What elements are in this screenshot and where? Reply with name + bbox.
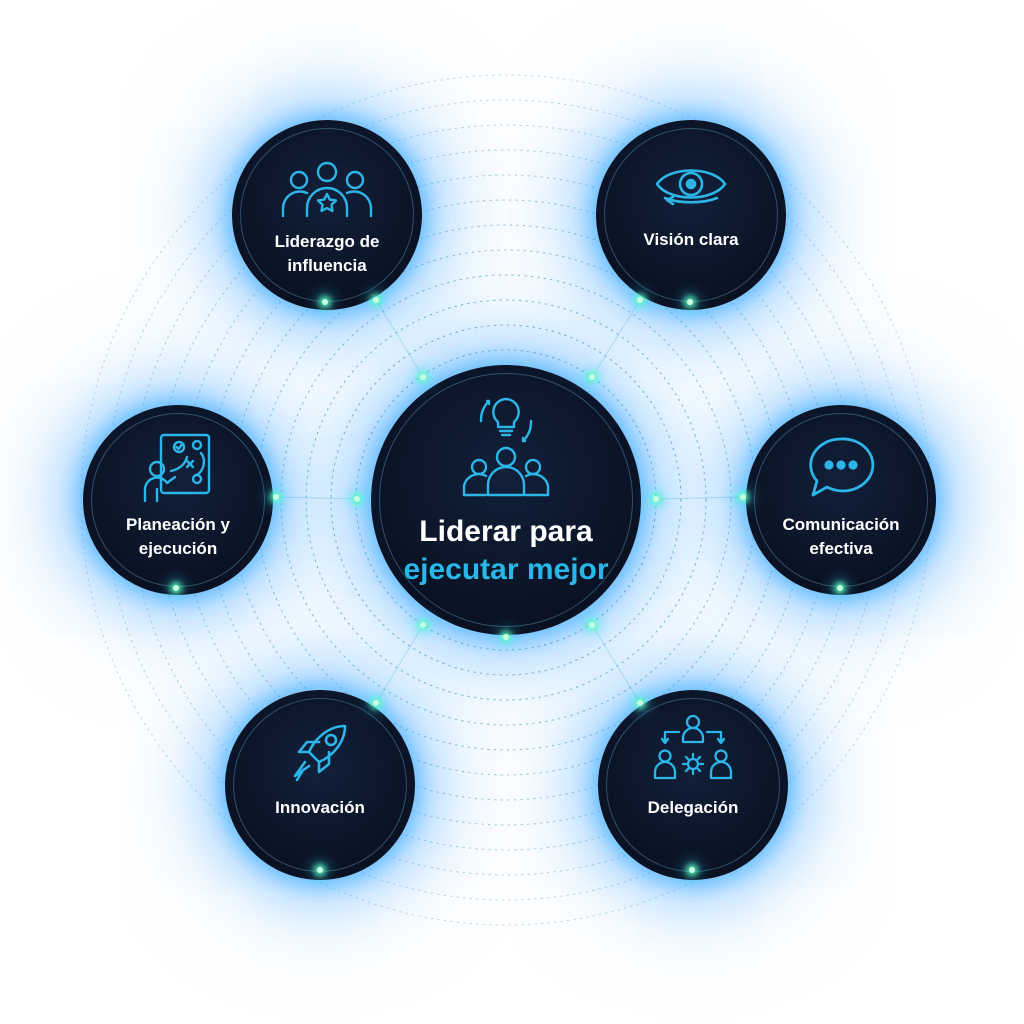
dotted-ring: [305, 299, 707, 701]
node-label: Innovación: [275, 798, 365, 817]
connector-dot: [317, 867, 323, 873]
connector-dot: [589, 374, 595, 380]
node-label: Comunicación efectiva: [782, 515, 900, 558]
connector-line: [375, 624, 424, 704]
node-vision-clara: Visión clara: [596, 120, 786, 310]
connector-dot: [354, 496, 360, 502]
connector-dot: [653, 496, 659, 502]
center-title-line1: Liderar para: [419, 515, 593, 548]
node-innovacion: Innovación: [225, 690, 415, 880]
rocket-icon: [293, 724, 347, 782]
connector-dot: [373, 700, 379, 706]
connector-dot: [740, 494, 746, 500]
connector-dot: [589, 622, 595, 628]
node-planeacion-ejecucion: Planeación y ejecución: [83, 405, 273, 595]
connector-line: [375, 299, 424, 378]
connector-dot: [420, 622, 426, 628]
node-label: Planeación y ejecución: [126, 515, 230, 558]
dotted-ring: [280, 274, 732, 726]
connector-line: [591, 299, 641, 378]
lightbulb-team-icon: [462, 397, 550, 497]
connector-dot: [637, 700, 643, 706]
center-title: Liderar para ejecutar mejor: [371, 513, 641, 589]
connector-dot: [687, 299, 693, 305]
node-label: Delegación: [647, 798, 739, 817]
eye-icon: [655, 169, 727, 206]
center-title-line2: ejecutar mejor: [403, 553, 609, 586]
node-label: Visión clara: [643, 230, 739, 249]
center-node: Liderar para ejecutar mejor: [371, 365, 641, 635]
connector-dot: [322, 299, 328, 305]
connector-line: [275, 496, 358, 500]
node-comunicacion-efectiva: Comunicación efectiva: [746, 405, 936, 595]
node-delegacion: Delegación: [598, 690, 788, 880]
connector-dot: [837, 585, 843, 591]
connector-dot: [503, 634, 509, 640]
delegation-hierarchy-icon: [653, 714, 733, 780]
connector-line: [591, 624, 641, 704]
connector-dot: [637, 297, 643, 303]
connector-dot: [173, 585, 179, 591]
connector-line: [655, 496, 744, 500]
center-inner-ring: [379, 373, 633, 627]
dotted-ring: [330, 324, 682, 676]
node-label: Liderazgo de influencia: [274, 232, 380, 275]
connector-dot: [689, 867, 695, 873]
connector-dot: [273, 494, 279, 500]
node-liderazgo-influencia: Liderazgo de influencia: [232, 120, 422, 310]
connector-dot: [373, 297, 379, 303]
speech-bubble-icon: [809, 437, 875, 497]
group-star-icon: [281, 161, 373, 218]
strategy-board-icon: [143, 433, 211, 503]
connector-dot: [420, 374, 426, 380]
